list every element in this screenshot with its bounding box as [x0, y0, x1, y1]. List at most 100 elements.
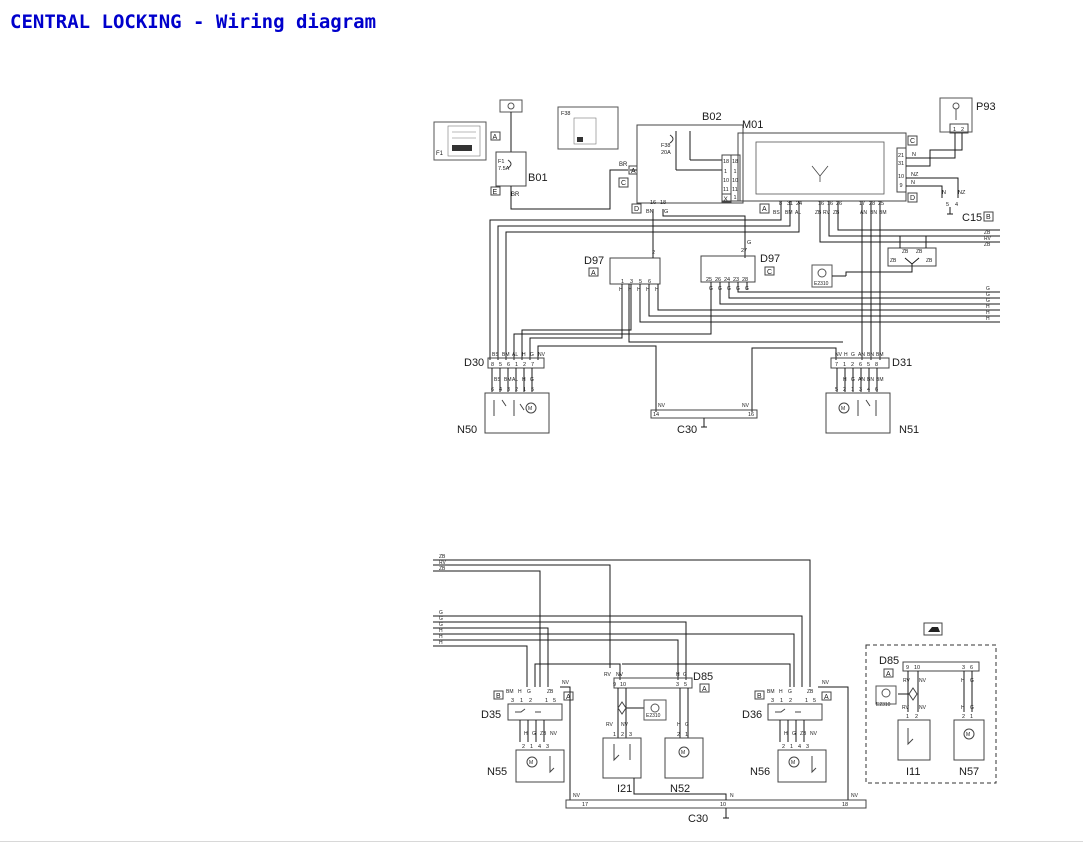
- component-label-d97-c: D97: [760, 253, 780, 265]
- b02-pin-1: 1: [724, 169, 727, 175]
- d36-pin-3: 3: [771, 698, 774, 704]
- wire-label-an-d31: AN: [858, 352, 865, 358]
- wire-label-n-p93: N: [912, 152, 916, 158]
- door-lock-n50: M N50: [457, 392, 550, 436]
- d30-pin-6: 6: [507, 362, 510, 368]
- n55-pin-2: 2: [522, 744, 525, 750]
- fusebox-f38-mini-label: F38: [561, 111, 570, 117]
- wire-label-h-r3: H: [986, 316, 990, 322]
- m01-pin-10-right: 10: [898, 174, 904, 180]
- d97a-pin-3: 3: [630, 279, 633, 285]
- i11-pin-2: 2: [915, 714, 918, 720]
- m01-pin-21: 21: [898, 153, 904, 159]
- wire-label-nv-i21: NV: [621, 722, 629, 728]
- component-label-c30-upper: C30: [677, 424, 697, 436]
- wire-label-zb-d36: ZB: [807, 689, 814, 695]
- fuse-f38-rating: 20A: [661, 150, 671, 156]
- d30-pin-8: 8: [491, 362, 494, 368]
- wire-label-zb3-junction: ZB: [890, 258, 897, 264]
- tag-a-d36: A: [824, 694, 829, 701]
- c30-lower-pin-10: 10: [720, 802, 726, 808]
- n50-pin-4: 4: [499, 387, 502, 393]
- d97a-pin-6: 6: [648, 279, 651, 285]
- n55-pin-1: 1: [530, 744, 533, 750]
- connector-d97-a: D97 A 2 1 3 5 6 H H H H H G: [584, 209, 751, 293]
- n57-pin-2: 2: [962, 714, 965, 720]
- wire-label-g-n51: G: [851, 377, 855, 383]
- wire-label-h-d85: H: [676, 672, 680, 678]
- tag-e-b01: E: [493, 189, 498, 196]
- d85m-pin-3: 3: [676, 682, 679, 688]
- c30-lower-pin-17: 17: [582, 802, 588, 808]
- wire-label-bm-n50: BM: [504, 377, 512, 383]
- n56-pin-4: 4: [798, 744, 801, 750]
- wire-label-g-lower-2: G: [439, 616, 443, 622]
- component-label-n57: N57: [959, 766, 979, 778]
- n57-pin-1: 1: [970, 714, 973, 720]
- wire-label-h-box: H: [961, 678, 965, 684]
- wire-label-nv-c30-right: NV: [742, 403, 750, 409]
- wire-label-bs-m01: BS: [773, 210, 780, 216]
- page-title: CENTRAL LOCKING - Wiring diagram: [10, 11, 377, 33]
- i21-pin-1: 1: [613, 732, 616, 738]
- wire-label-h-lower-3: H: [439, 640, 443, 646]
- tag-c-m01: C: [910, 138, 915, 145]
- component-label-n56: N56: [750, 766, 770, 778]
- component-label-d31: D31: [892, 357, 912, 369]
- wire-label-bm-d36: BM: [767, 689, 775, 695]
- d85b-pin-9: 9: [906, 665, 909, 671]
- d36-pin-1: 1: [780, 698, 783, 704]
- d30-pin-5: 5: [499, 362, 502, 368]
- component-label-m01: M01: [742, 119, 763, 131]
- d31-pin-5: 5: [867, 362, 870, 368]
- wire-label-h-d35: H: [518, 689, 522, 695]
- component-label-d97-a: D97: [584, 255, 604, 267]
- svg-text:M: M: [681, 750, 685, 756]
- sensor-e2310-lower: E2310: [646, 713, 661, 719]
- component-label-c15: C15: [962, 212, 982, 224]
- connector-d85-middle: D85 A RV NV H G 9 10 3 5 E2310 RV NV H G…: [604, 671, 713, 738]
- d35-pin-2: 2: [529, 698, 532, 704]
- wire-label-bn-n51: BN: [867, 377, 874, 383]
- wire-label-bn-b02: BN: [646, 209, 654, 215]
- wire-label-bs-n50: BS: [494, 377, 501, 383]
- d36-pin-1b: 1: [805, 698, 808, 704]
- lower-diagram: ZB RV ZB G G G H H H D35 B A BM: [433, 554, 997, 825]
- d97c-pin-25: 25: [706, 277, 712, 283]
- d85b-pin-3: 3: [962, 665, 965, 671]
- d97a-pin-2: 2: [652, 250, 655, 256]
- wire-label-zb-d35: ZB: [547, 689, 554, 695]
- wire-label-nv-i11: NV: [919, 705, 927, 711]
- m01-pin-9: 9: [900, 183, 903, 189]
- b02-pin-18: 18: [723, 159, 729, 165]
- incoming-bus: ZB RV ZB G G G H H H: [433, 554, 811, 687]
- component-label-d36: D36: [742, 709, 762, 721]
- d97a-pin-5: 5: [639, 279, 642, 285]
- component-label-c30-lower: C30: [688, 813, 708, 825]
- b02-pin-11: 11: [723, 187, 729, 193]
- wire-label-zb2-bus: ZB: [984, 242, 991, 248]
- tailgate-lock-n57: [953, 719, 985, 761]
- n51-pin-6: 6: [875, 387, 878, 393]
- ignition-switch-p93: P93 1 2 N NZ N N NZ 5 4 C15 B: [906, 97, 996, 224]
- wire-label-al-n50: AL: [512, 377, 518, 383]
- wire-label-g-d36: G: [788, 689, 792, 695]
- svg-text:M: M: [791, 760, 795, 766]
- upper-diagram: F1 F1 7.5A A E B01 BR F38 B02: [433, 97, 1000, 436]
- c15-pin-4: 4: [955, 202, 958, 208]
- c15-pin-5: 5: [946, 202, 949, 208]
- fuse-f38-label: F38: [661, 143, 670, 149]
- n56-pin-1: 1: [790, 744, 793, 750]
- m01-pin-36: 16: [827, 201, 833, 207]
- tag-a-d85-middle: A: [702, 686, 707, 693]
- wire-label-h-r1: H: [986, 304, 990, 310]
- fuse-f1-rating: 7.5A: [498, 166, 510, 172]
- d35-pin-3: 3: [511, 698, 514, 704]
- wire-label-g-r1: G: [986, 286, 990, 292]
- n52-pin-1: 1: [685, 732, 688, 738]
- ground-c30-lower: 17 10 18 NV N NV C30: [565, 778, 867, 825]
- d36-pin-2: 2: [789, 698, 792, 704]
- wire-label-n3-c15: N: [942, 190, 946, 196]
- wire-label-zb-n56: ZB: [800, 731, 807, 737]
- wire-label-zb-bus: ZB: [984, 230, 991, 236]
